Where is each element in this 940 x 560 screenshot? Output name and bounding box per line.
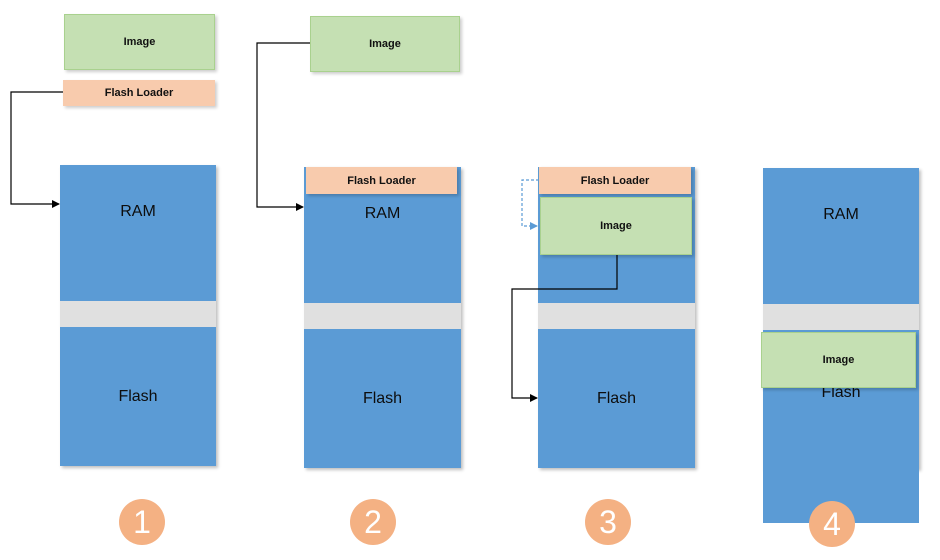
flash-loader-label: Flash Loader (580, 174, 650, 187)
flash-region: Flash (538, 329, 695, 468)
step-3-circle: 3 (585, 499, 631, 545)
ram-label: RAM (364, 205, 401, 222)
step-number: 3 (599, 503, 617, 540)
step-2-circle: 2 (350, 499, 396, 545)
flash-label: Flash (118, 387, 158, 405)
step-4-circle: 4 (809, 501, 855, 547)
flash-label: Flash (821, 384, 861, 401)
flash-loader-label: Flash Loader (104, 87, 174, 99)
memory-column-step1: RAM Flash (60, 165, 216, 466)
flash-region: Flash (304, 329, 461, 468)
image-block-step3: Image (540, 197, 692, 255)
memory-column-step4: RAM Flash (763, 168, 919, 523)
image-label: Image (123, 36, 156, 48)
flash-region: Flash (60, 327, 216, 466)
arrow-loader-to-ram (10, 91, 63, 208)
flash-loader-block-step1: Flash Loader (63, 80, 215, 106)
flash-label: Flash (596, 389, 637, 407)
flash-loader-block-step2: Flash Loader (306, 167, 457, 194)
arrow-image-to-ram (256, 42, 310, 211)
flash-loader-block-step3: Flash Loader (539, 167, 691, 194)
image-block-step2: Image (310, 16, 460, 72)
image-block-step1: Image (64, 14, 215, 70)
ram-region: RAM (763, 168, 919, 304)
step-number: 2 (364, 503, 382, 540)
step-number: 1 (133, 503, 151, 540)
flash-label: Flash (362, 389, 403, 407)
image-label: Image (822, 354, 855, 366)
image-label: Image (369, 38, 401, 50)
dotted-arrow-loader-to-image (521, 179, 539, 230)
ram-label: RAM (120, 203, 156, 220)
image-block-step4: Image (761, 332, 916, 388)
memory-column-step2: RAM Flash (304, 167, 461, 468)
step-number: 4 (823, 505, 841, 542)
ram-region: RAM (60, 165, 216, 301)
ram-label: RAM (823, 206, 859, 223)
flash-loader-label: Flash Loader (347, 174, 416, 187)
image-label: Image (600, 220, 632, 232)
step-1-circle: 1 (119, 499, 165, 545)
